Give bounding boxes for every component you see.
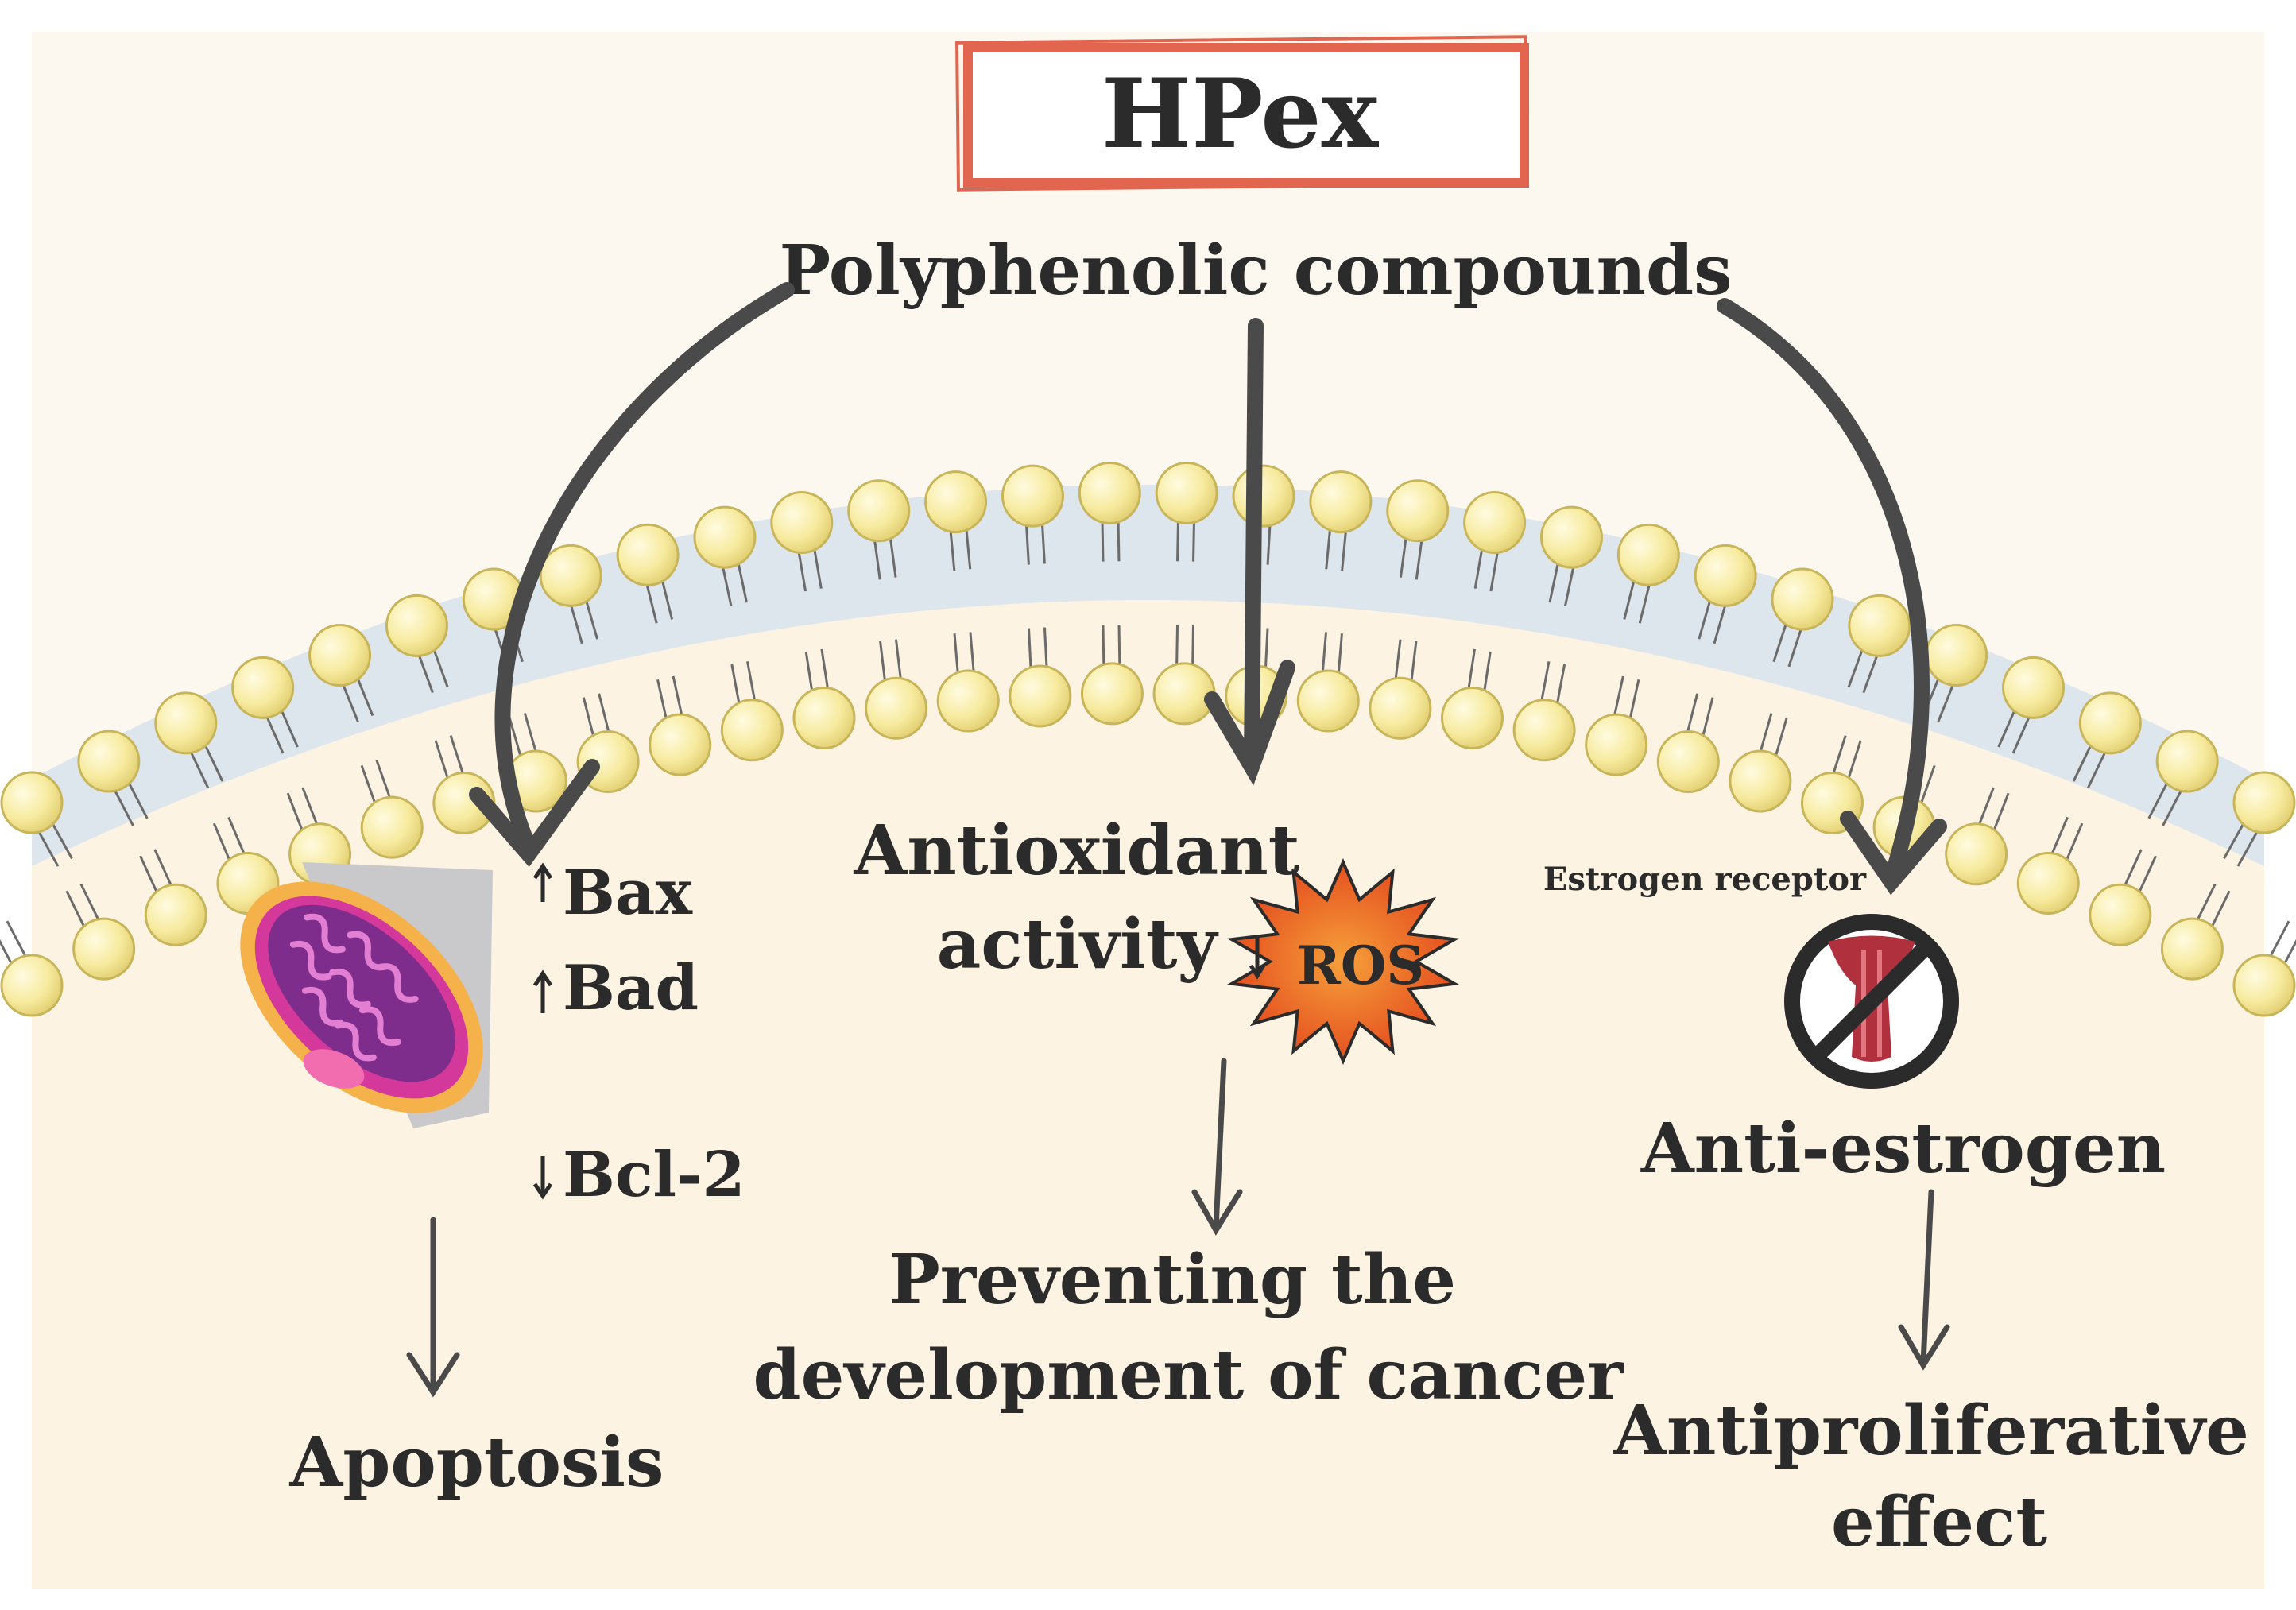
lipid-head — [154, 691, 218, 755]
lipid-head — [539, 544, 602, 607]
lipid-head — [360, 795, 424, 859]
lipid-head — [1616, 523, 1680, 586]
lipid-head — [1078, 461, 1141, 524]
lipid-head — [2155, 730, 2219, 793]
mitochondrion-icon — [240, 862, 493, 1128]
lipid-head — [770, 491, 834, 555]
marker-bcl2: Bcl-2 — [532, 1139, 745, 1211]
prevention-line-2: development of cancer — [753, 1335, 1625, 1415]
title-text: HPex — [1102, 58, 1380, 170]
estrogen-receptor-label: Estrogen receptor — [1543, 861, 1867, 898]
lipid-head — [1155, 461, 1218, 524]
lipid-head — [792, 686, 856, 749]
lipid-bilayer — [0, 461, 2296, 1017]
lipid-head — [72, 917, 136, 981]
lipid-head — [1945, 822, 2008, 886]
lipid-head — [1539, 505, 1603, 569]
prevention-line-1: Preventing the — [889, 1240, 1456, 1320]
lipid-head — [1009, 664, 1072, 728]
arrow-to-apoptosis — [494, 282, 795, 854]
arrow-head-left — [469, 759, 600, 868]
left-markers: Bax Bad Bcl-2 — [532, 857, 745, 1211]
marker-bad: Bad — [532, 952, 699, 1024]
lipid-head — [1152, 662, 1216, 726]
lipid-head — [2232, 954, 2296, 1017]
antioxidant-line-2: activity — [937, 904, 1220, 985]
lipid-head — [1771, 567, 1834, 631]
lipid-head — [1848, 594, 1911, 657]
lipid-head — [1386, 479, 1450, 543]
lipid-head — [308, 624, 372, 687]
lipid-head — [1925, 624, 1988, 687]
no-estrogen-receptor-icon — [1784, 914, 1959, 1089]
lipid-head — [616, 523, 680, 586]
arrow-to-anti-estrogen — [1717, 298, 1930, 886]
lipid-head — [0, 954, 64, 1017]
lipid-head — [1463, 491, 1527, 555]
lipid-head — [0, 771, 64, 834]
arrow-to-antiproliferative — [1898, 1189, 1950, 1371]
main-arrows — [469, 282, 1947, 896]
lipid-head — [1309, 470, 1373, 534]
lipid-head — [2232, 771, 2296, 834]
cytoplasm — [32, 600, 2264, 1589]
arrow-to-apoptosis-result — [406, 1217, 460, 1398]
lipid-head — [847, 479, 911, 543]
lipid-head — [77, 730, 141, 793]
lipid-head — [1369, 676, 1432, 740]
lipid-head — [865, 676, 928, 740]
lipid-head — [231, 656, 295, 719]
ros-burst-icon: ROS — [1226, 857, 1460, 1066]
lipid-head — [1232, 464, 1295, 528]
lipid-head — [144, 883, 207, 946]
lipid-head — [1729, 749, 1792, 813]
lipid-head — [2002, 656, 2066, 719]
lipid-head — [2078, 691, 2142, 755]
source-label: Polyphenolic compounds — [779, 230, 1732, 311]
lipid-head — [1694, 544, 1757, 607]
lipid-head — [1296, 669, 1360, 733]
lipid-head — [649, 713, 712, 776]
lipid-head — [1656, 730, 1720, 794]
marker-bad-text: Bad — [563, 952, 699, 1024]
antioxidant-line-1: Antioxidant — [853, 811, 1299, 891]
lipid-head — [1512, 699, 1576, 762]
anti-estrogen-label: Anti-estrogen — [1640, 1109, 2166, 1189]
lipid-head — [1440, 686, 1504, 749]
marker-bax-text: Bax — [563, 857, 693, 929]
lipid-head — [2016, 852, 2080, 915]
lipid-head — [720, 699, 784, 762]
lipid-head — [2160, 917, 2224, 981]
lipid-head — [385, 594, 448, 657]
lipid-head — [1585, 713, 1648, 776]
marker-bax: Bax — [532, 857, 693, 929]
apoptosis-label: Apoptosis — [289, 1422, 664, 1503]
lipid-head — [693, 505, 757, 569]
antiproliferative-line-1: Antiproliferative — [1613, 1391, 2249, 1471]
arrow-head-center — [1204, 660, 1295, 786]
ros-text: ROS — [1297, 935, 1424, 997]
lipid-head — [936, 669, 1000, 733]
arrow-to-antioxidant — [1244, 318, 1264, 767]
lipid-head — [924, 470, 988, 534]
arrow-to-cancer-prevention — [1191, 1058, 1243, 1236]
marker-bcl2-text: Bcl-2 — [563, 1139, 745, 1211]
lipid-head — [2089, 883, 2152, 946]
antiproliferative-line-2: effect — [1831, 1482, 2047, 1562]
lipid-head — [1001, 464, 1064, 528]
arrow-head-right — [1840, 811, 1947, 896]
lipid-head — [1080, 662, 1144, 726]
title-box: HPex — [955, 35, 1529, 192]
